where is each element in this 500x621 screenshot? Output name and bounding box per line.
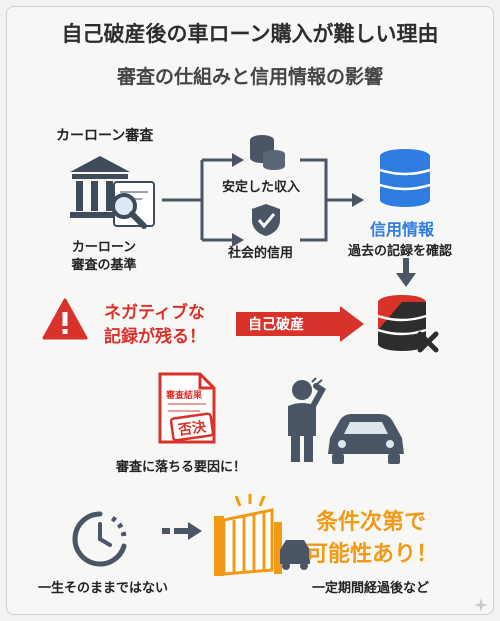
criteria-label-line1: カーローン bbox=[71, 240, 137, 255]
rejection-caption: 審査に落ちる要因に！ bbox=[116, 460, 247, 475]
credit-info-caption: 過去の記録を確認 bbox=[348, 244, 453, 259]
worried-person-icon bbox=[288, 377, 326, 462]
bankruptcy-arrow bbox=[236, 306, 364, 342]
merge-arrows bbox=[300, 158, 364, 242]
credit-info-title: 信用情報 bbox=[370, 220, 435, 239]
car-icon bbox=[328, 414, 404, 464]
page-title: 自己破産後の車ローン購入が難しい理由 bbox=[61, 22, 439, 46]
database-icon bbox=[379, 149, 431, 207]
conclusion-line1: 条件次第で bbox=[316, 510, 427, 535]
clock-caption: 一生そのままではない bbox=[38, 581, 169, 596]
conclusion-line2: 可能性あり！ bbox=[306, 542, 439, 567]
bankruptcy-arrow-label: 自己破産 bbox=[248, 317, 304, 333]
factor-income: 安定した収入 bbox=[222, 180, 301, 195]
down-arrow bbox=[396, 258, 416, 287]
criteria-label-line2: 審査の基準 bbox=[71, 258, 137, 273]
database-x-icon bbox=[377, 295, 439, 353]
rejection-stamp: 否決 bbox=[177, 419, 208, 439]
clock-icon bbox=[72, 511, 127, 567]
factor-credit: 社会的信用 bbox=[228, 246, 294, 261]
gate-caption: 一定期間経過後など bbox=[312, 581, 430, 596]
gate-icon bbox=[214, 494, 310, 576]
document-icon bbox=[158, 372, 216, 444]
warning-icon bbox=[42, 298, 88, 340]
shield-check-icon bbox=[252, 204, 280, 236]
warning-line1: ネガティブな bbox=[104, 303, 205, 323]
split-arrows bbox=[162, 153, 244, 247]
sparkle-icon bbox=[474, 598, 488, 612]
loan-review-heading: カーローン審査 bbox=[56, 128, 154, 144]
warning-line2: 記録が残る！ bbox=[104, 327, 206, 347]
right-arrow bbox=[162, 522, 202, 540]
doc-header: 審査結果 bbox=[166, 391, 203, 401]
coins-icon bbox=[250, 135, 285, 170]
page-subtitle: 審査の仕組みと信用情報の影響 bbox=[116, 66, 383, 88]
magnifier-icon bbox=[111, 193, 147, 229]
